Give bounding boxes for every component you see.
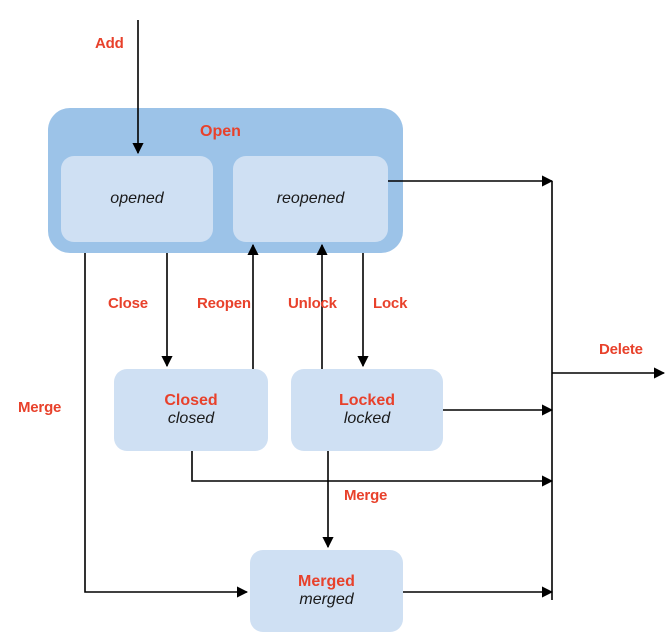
edge-label-add: Add [95, 35, 124, 52]
edge-label-lock: Lock [373, 295, 408, 312]
edge-label-merge-middle: Merge [344, 487, 388, 504]
edge-label-unlock: Unlock [288, 295, 337, 312]
group-open-title: Open [200, 123, 241, 140]
edge-label-delete: Delete [599, 341, 643, 358]
edge-closed-to-delete-rail [191, 451, 554, 487]
edge-label-close: Close [108, 295, 148, 312]
edge-label-merge-left: Merge [18, 399, 62, 416]
state-locked-box[interactable] [291, 369, 443, 451]
edge-label-reopen: Reopen [197, 295, 251, 312]
state-opened-box[interactable] [61, 156, 213, 242]
state-merged-box[interactable] [250, 550, 403, 632]
state-reopened-box[interactable] [233, 156, 388, 242]
edge-opened-to-merged [84, 253, 249, 598]
state-closed-box[interactable] [114, 369, 268, 451]
